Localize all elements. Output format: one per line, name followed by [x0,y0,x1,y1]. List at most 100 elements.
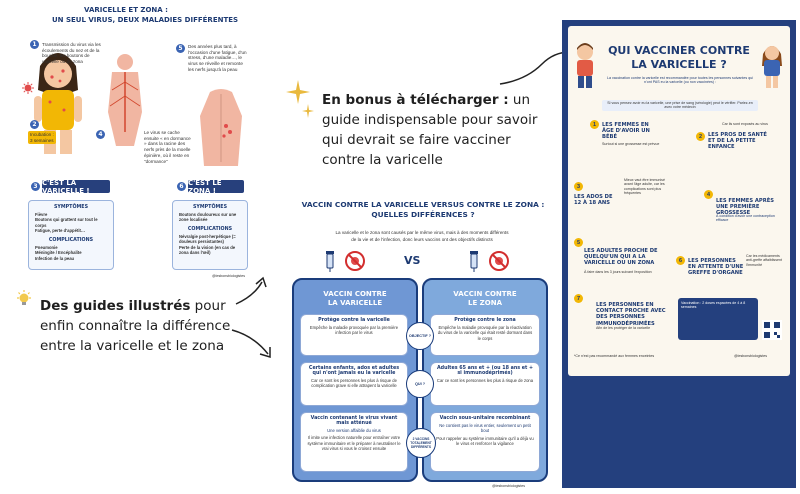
virus-icon [22,82,34,94]
varicelle-complications-title: COMPLICATIONS [48,237,94,243]
syringe-icon [326,251,334,272]
who-item-7-body: Afin de les protéger de la varicelle [596,326,651,330]
who-item-3-body: Mieux vaut être immunisé avant l'âge adu… [624,178,665,196]
varicelle-symptoms-title: SYMPTÔMES [53,205,89,210]
varicelle-objective-head: Protège contre la varicelle [318,318,390,323]
zona-complication: Perte de la vision (en cas de zona dans … [179,244,236,256]
bonus-line4: contre la varicelle [322,152,443,168]
lightbulb-icon [17,290,31,305]
who-item-1-title: LES FEMMES EN ÂGE D'AVOIR UN BÉBÉ [602,122,650,141]
zona-who-body: Car ce sont les personnes les plus à ris… [436,378,534,383]
varicelle-who-cell: Certains enfants, ados et adultes qui n'… [300,362,408,406]
back-illustration [200,89,242,166]
zona-vaccine-body: Pour rappeler au système immunitaire qu'… [436,435,534,447]
zona-vaccine-note: Ne contient pas le virus entier, seuleme… [439,423,531,434]
arrow-to-middle-guide [231,329,271,359]
zona-objective-head: Protège contre le zona [454,318,516,323]
varicelle-complication: Méningite / Encéphalite [35,250,82,256]
who-item-7-title: LES PERSONNES EN CONTACT PROCHE AVEC DES… [596,302,666,327]
varicelle-header-2: LA VARICELLE [327,299,383,307]
bonus-line2: guide indispensable pour savoir [322,112,538,128]
who-title-2: LA VARICELLE ? [631,58,727,71]
guides-rest: pour [190,298,226,314]
crossed-virus-icon [489,251,509,271]
who-item-4-body: À condition d'avoir une contraception ef… [716,214,775,223]
who-item-6-number: 6 [676,256,685,265]
crossed-virus-icon [345,251,365,271]
who-item-6-title: LES PERSONNES EN ATTENTE D'UNE GREFFE D'… [688,258,744,277]
left-guide: VARICELLE ET ZONA : UN SEUL VIRUS, DEUX … [0,0,250,286]
varicelle-complication: Pneumonie [35,244,58,250]
varicelle-symptoms-card: SYMPTÔMES Fièvre Boutons qui grattent su… [28,200,114,270]
step-4-text: Le virus se cache ensuite « en dormance … [144,130,191,164]
who-item-4-title: LES FEMMES APRÈS UNE PREMIÈRE GROSSESSE [716,198,774,217]
varicelle-who-body: Car ce sont les personnes les plus à ris… [311,378,397,389]
who-item-6-body: Car les médicaments anti-greffe affaibli… [746,254,783,267]
who-item-5-title: LES ADULTES PROCHE DE QUELQU'UN QUI A LA… [584,248,658,267]
bonus-text: En bonus à télécharger : un guide indisp… [322,90,562,170]
guides-lead: Des guides illustrés [40,298,191,314]
who-intro: La vaccination contre la varicelle est r… [606,76,754,85]
step-2-text: Incubation : 3 semaines [28,131,56,145]
varicelle-vaccine-cell: Vaccin contenant le virus vivant mais at… [300,412,408,472]
who-signature: @lesbonsbiologistes [734,354,768,358]
zona-complication: Névralgie post-herpétique (= douleurs pe… [179,233,236,245]
step-1-number: 1 [30,40,39,49]
arrow-to-left-guide [235,276,267,305]
left-guide-signature: @lesbonsbiologistes [212,274,246,278]
who-item-1-number: 1 [590,120,599,129]
vaccine-compare-guide: VACCIN CONTRE LA VARICELLE VERSUS CONTRE… [284,194,554,492]
zona-header-1: VACCIN CONTRE [453,290,517,298]
who-vaccinate-guide: QUI VACCINER CONTRE LA VARICELLE ? La va… [562,20,796,488]
varicelle-header-1: VACCIN CONTRE [323,290,387,298]
zona-symptom: Boutons douloureux sur une zone localisé… [179,212,237,223]
girl-illustration [762,46,782,88]
bonus-lead: En bonus à télécharger : [322,92,509,108]
varicelle-symptom: Boutons qui grattent sur tout le corps [35,217,98,228]
varicelle-who-head: Certains enfants, ados et adultes qui n'… [308,366,400,376]
who-footer-text: Vaccination : 2 doses espacées de 4 à 8 … [681,301,746,310]
step-6-number: 6 [177,182,186,191]
objective-badge: OBJECTIF ? [406,322,434,350]
who-item-5-body: À faire dans les 3 jours suivant l'expos… [584,270,652,274]
zona-objective-cell: Protège contre le zona Empêche la maladi… [430,314,540,356]
varicelle-symptom: Fièvre [35,212,48,217]
step-3-number: 3 [31,182,40,191]
body-nerve-illustration [108,54,142,146]
left-guide-title-1: VARICELLE ET ZONA : [84,6,168,14]
zona-who-head: Adultes 65 ans et + (ou 18 ans et + si i… [436,366,534,376]
who-item-4-number: 4 [704,190,713,199]
who-sub-intro: Si vous pensez avoir eu la varicelle, un… [602,100,758,111]
who-item-3-number: 3 [574,182,583,191]
who-item-2-title: LES PROS DE SANTÉ ET DE LA PETITE ENFANC… [708,132,767,151]
who-item-2-body: Car ils sont exposés au virus [722,122,768,126]
varicelle-vaccine-note: Une version affaiblie du virus [327,428,381,433]
syringe-icon [470,251,478,272]
varicelle-complication: Infection de la peau [35,255,75,261]
who-badge: QUI ? [406,370,434,398]
varicelle-vaccine-body: Il imite une infection naturelle pour en… [307,435,401,452]
vs-label: VS [404,254,421,267]
step-1-text: Transmission du virus via les écoulement… [42,42,101,65]
zona-symptoms-card: SYMPTÔMES Boutons douloureux sur une zon… [172,200,248,270]
compare-intro-1: La varicelle et le zona sont causés par … [335,230,509,235]
left-guide-title-2: UN SEUL VIRUS, DEUX MALADIES DIFFÉRENTES [52,16,239,24]
zona-symptoms-title: SYMPTÔMES [192,205,228,210]
step-5-number: 5 [176,44,185,53]
bonus-line3: qui devrait se faire vacciner [322,132,511,148]
zona-header-2: LE ZONA [468,299,502,307]
varicelle-objective-cell: Protège contre la varicelle Empêche la m… [300,314,408,356]
step-5-text: Des années plus tard, à l'occasion d'une… [188,44,247,72]
zona-vaccine-cell: Vaccin sous-unitaire recombinant Ne cont… [430,412,540,472]
step-2-number: 2 [30,120,39,129]
zona-who-cell: Adultes 65 ans et + (ou 18 ans et + si i… [430,362,540,406]
varicelle-vaccine-head: Vaccin contenant le virus vivant mais at… [310,416,398,426]
who-footer-box: Vaccination : 2 doses espacées de 4 à 8 … [678,298,758,340]
guides-text: Des guides illustrés pour enfin connaîtr… [40,296,280,356]
who-title-1: QUI VACCINER CONTRE [608,44,750,57]
banner-varicelle: C'EST LA VARICELLE ! [42,179,110,195]
qr-code-icon [762,320,782,340]
guides-line3: entre la varicelle et le zona [40,338,225,354]
zona-complications-title: COMPLICATIONS [187,226,233,232]
who-item-1-body: Surtout si une grossesse est prévue [602,142,660,146]
